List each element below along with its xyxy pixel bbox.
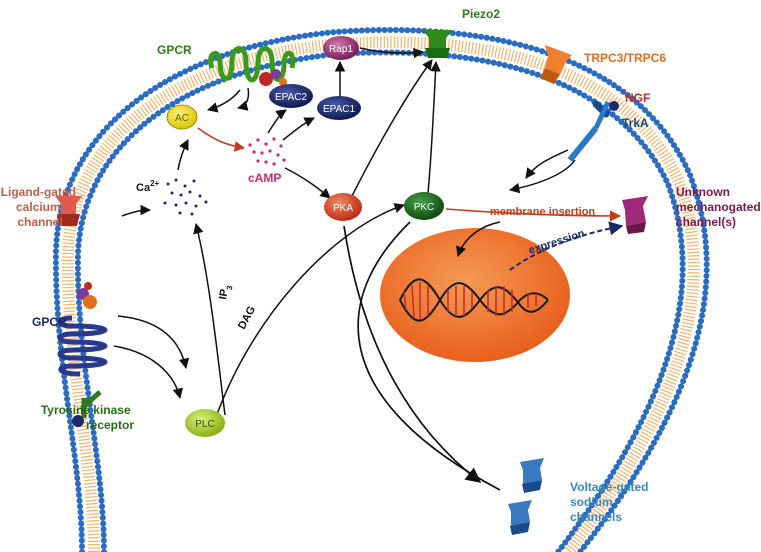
trpc-channel [540,45,572,84]
arrow-plc-ca [193,222,226,416]
label-ip3: IP3 [217,283,234,301]
label-ngf: NGF [625,91,650,105]
arrow-trka-down [525,149,569,179]
trka-receptor [567,100,619,162]
label-membrane-insertion: membrane insertion [490,206,595,218]
node-ac: AC [166,104,198,130]
label-dag: DAG [236,304,258,331]
arrow-pka-piezo2 [349,59,433,201]
svg-text:EPAC2: EPAC2 [275,92,307,103]
svg-text:AC: AC [175,113,189,124]
gpcr-top-receptor [208,46,296,86]
arrow-gpcr-plc-2 [113,345,183,400]
arrow-expression [509,221,624,271]
arrow-ca-ac [177,139,189,171]
label-voltage-gated: Voltage-gated sodium channels [570,480,652,524]
labels: GPCR Piezo2 TRPC3/TRPC6 NGF TrkA Ligand-… [1,7,761,524]
label-gpcr-top: GPCR [157,43,192,57]
voltage-gated-sodium-channels [508,458,544,535]
svg-text:PKC: PKC [414,202,435,213]
arrow-ligand-ca [121,204,152,217]
arrow-ac-camp [197,127,246,152]
ligand-gated-channel [55,196,82,226]
node-pkc: PKC [404,192,444,220]
arrow-pka-vgsc [343,225,482,483]
svg-text:EPAC1: EPAC1 [323,104,355,115]
arrow-trka-down-2 [508,159,576,194]
label-tyrosine-kinase: Tyrosine kinase receptor [41,403,134,432]
label-trpc: TRPC3/TRPC6 [584,51,666,65]
svg-text:PLC: PLC [195,419,214,430]
node-epac1: EPAC1 [317,96,361,120]
arrow-pkc-vgsc [357,221,501,491]
node-plc: PLC [185,409,225,437]
label-calcium: Ca2+ [136,179,160,194]
unknown-mechanogated-channel [622,196,648,234]
arrow-gpcr-plc [117,315,190,370]
ngf-ligand [609,101,619,111]
pathway-arrows [113,47,624,491]
nucleus [380,228,570,362]
arrow-membrane-insertion [445,208,622,222]
arrow-pkc-piezo2 [427,60,441,194]
node-pka: PKA [324,193,362,221]
node-rap1: Rap1 [323,36,359,60]
arrow-camp-epac1 [282,117,315,141]
label-camp: cAMP [248,171,281,185]
arrow-camp-pka [284,167,331,199]
label-gpcr-left: GPCR [32,315,67,329]
g-protein-subunit [259,72,273,86]
node-epac2: EPAC2 [269,84,313,108]
svg-text:Rap1: Rap1 [329,44,353,55]
arrow-to-nucleus [456,221,501,257]
label-expression: expression [527,227,586,256]
arrow-rap1-piezo2 [359,47,425,59]
arrow-plc-pkc [214,203,405,421]
label-piezo2: Piezo2 [462,7,500,21]
arrow-gpcr-ac [206,89,241,113]
svg-text:PKA: PKA [333,203,353,214]
camp-dots [248,137,286,166]
calcium-dots [163,178,208,216]
label-ligand-gated: Ligand-gated calcium channel [1,185,80,229]
gpcr-left-receptor [57,282,108,377]
label-unknown-channel: Unknown mechanogated channel(s) [676,185,761,229]
label-trka: TrkA [622,116,649,130]
arrow-camp-epac2 [267,109,287,134]
tyrosine-kinase-receptor [72,390,102,427]
arrow-gpcr-loop [236,87,250,111]
piezo2-channel [423,30,452,58]
